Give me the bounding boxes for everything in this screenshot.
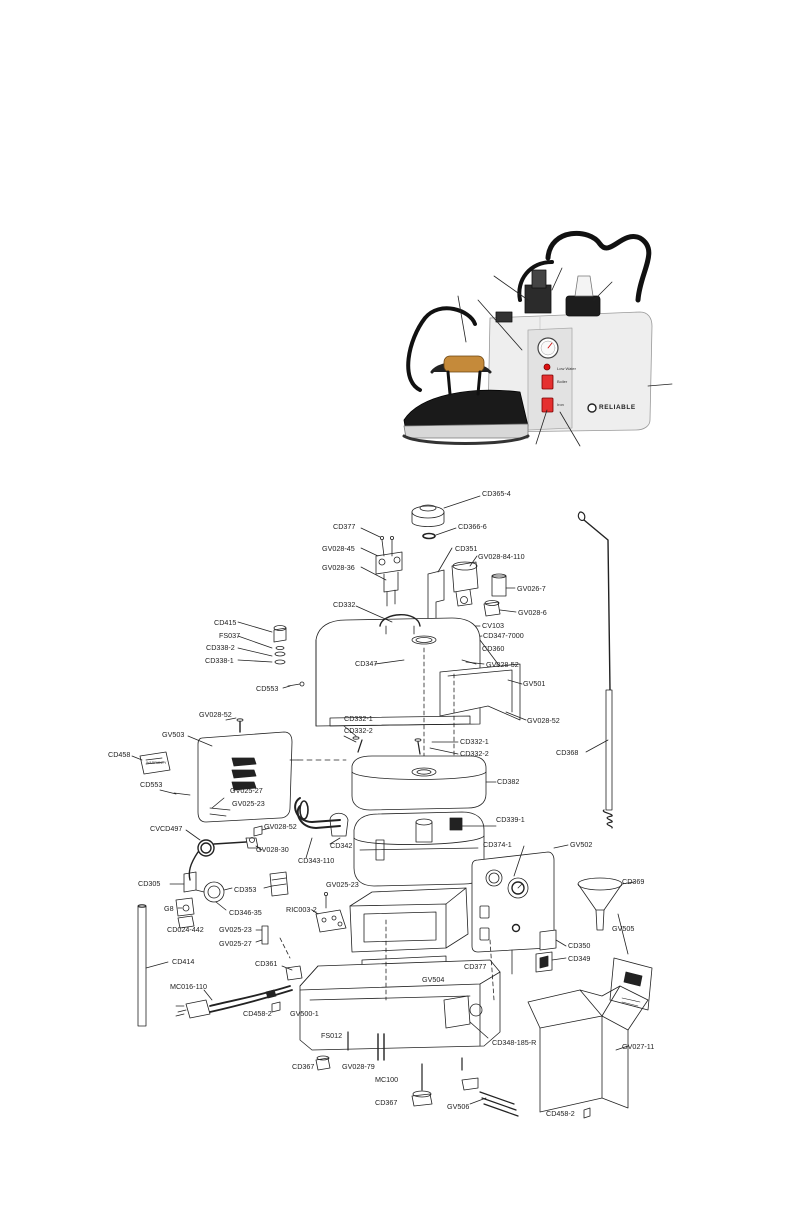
part-label: CD458-2 [546,1109,575,1118]
part-label: CD338-2 [206,643,235,652]
part-label: CD332-2 [460,749,489,758]
part-label: CD342 [330,841,353,850]
part-label: CD365-4 [482,489,511,498]
part-label: CD553 [140,780,163,789]
iron-label: Iron [557,402,564,407]
part-label: G8 [164,904,174,913]
part-label: CD382 [497,777,520,786]
part-label: CD553 [256,684,279,693]
part-label: CD346-35 [229,908,262,917]
part-label: CD377 [464,962,487,971]
part-label: GV028-6 [518,608,547,617]
top-assembly [237,495,517,689]
part-label: CD332-2 [344,726,373,735]
part-label: GV505 [612,924,635,933]
part-label: GV501 [523,679,546,688]
part-label: GV028-84-110 [478,552,525,561]
part-label: CD369 [622,877,645,886]
boiler-tank [294,797,497,887]
part-label: GV503 [162,730,185,739]
part-label: CD351 [455,544,478,553]
low-water-label: Low Water [557,366,576,371]
part-label: CD339-1 [496,815,525,824]
part-label: CD024-442 [167,925,204,934]
part-label: CVCD497 [150,824,183,833]
part-label: CD360 [482,644,505,653]
front-panel-gv502 [471,844,569,973]
cover-housing [315,605,527,781]
brand-logo: RELIABLE [599,404,636,411]
part-label: FS012 [321,1031,343,1040]
drain-probe [577,511,613,829]
warranty-card-text: WARRANTY [146,761,167,765]
product-photo [402,230,673,447]
part-label: CD367 [375,1098,398,1107]
part-label: GV025-27 [219,939,252,948]
part-label: RIC003-2 [286,905,317,914]
part-label: GV028-52 [486,660,519,669]
part-label: GV500-1 [290,1009,319,1018]
part-label: FS037 [219,631,241,640]
part-label: GV026-7 [517,584,546,593]
part-label: CD377 [333,522,356,531]
part-label: CD332-1 [344,714,373,723]
accessories [527,877,653,1119]
part-label: CD458 [108,750,131,759]
part-label: GV028-79 [342,1062,375,1071]
part-label: GV025-23 [219,925,252,934]
part-label: GV028-45 [322,544,355,553]
part-label: GV028-52 [527,716,560,725]
part-label: GV028-30 [256,845,289,854]
part-label: CD367 [292,1062,315,1071]
part-label: CD332-1 [460,737,489,746]
base-assembly [279,887,519,1117]
boiler-label: Boiler [557,379,568,384]
part-label: MC016-110 [170,982,208,991]
part-label: CV103 [482,621,504,630]
part-label: CD415 [214,618,237,627]
part-label: GV028-36 [322,563,355,572]
part-label: CD366-6 [458,522,487,531]
part-label: CD338-1 [205,656,234,665]
part-label: CD368 [556,748,579,757]
part-label: CD305 [138,879,161,888]
part-label: CD347 [355,659,378,668]
part-label: CD414 [172,957,195,966]
boiler-cap [343,725,497,811]
part-label: CD374-1 [483,840,512,849]
part-label: GV025-27 [230,786,263,795]
part-label: CD350 [568,941,591,950]
side-panel-gv503 [131,717,347,823]
left-small-parts [137,825,347,1027]
part-label: GV025-23 [232,799,265,808]
part-label: GV028-52 [199,710,232,719]
part-label: CD361 [255,959,278,968]
part-label: CD343-110 [298,856,335,865]
part-label: CD353 [234,885,257,894]
part-label: CD458-2 [243,1009,272,1018]
part-label: GV504 [422,975,445,984]
part-label: CD348-185-R [492,1038,537,1047]
part-label: CD347-7000 [483,631,524,640]
part-label: GV502 [570,840,593,849]
part-label: GV025-23 [326,880,359,889]
part-label: GV027-11 [622,1042,655,1051]
part-label: CD349 [568,954,591,963]
part-label: CD332 [333,600,356,609]
part-label: GV028-52 [264,822,297,831]
part-label: GV506 [447,1102,470,1111]
part-label: MC100 [375,1075,399,1084]
